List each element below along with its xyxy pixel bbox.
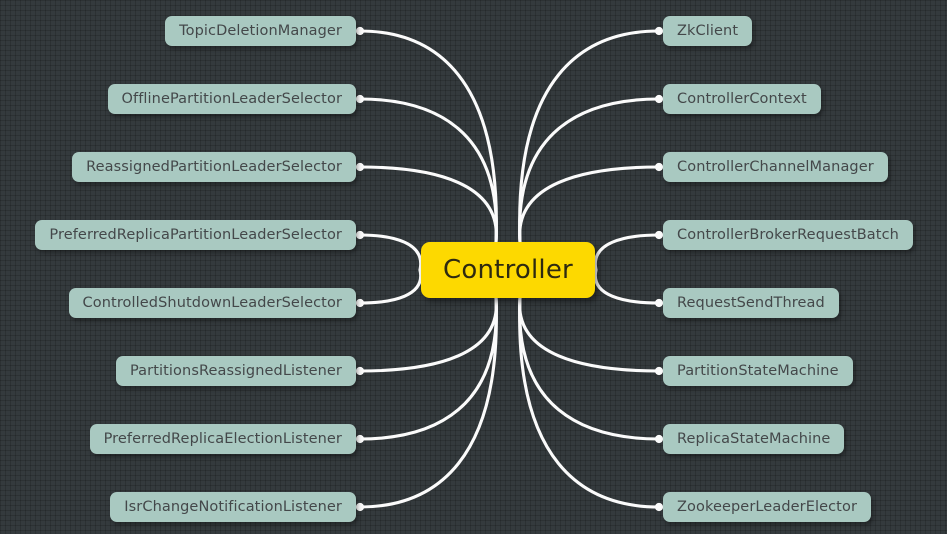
node-left-0[interactable]: TopicDeletionManager — [165, 16, 356, 46]
node-left-1[interactable]: OfflinePartitionLeaderSelector — [107, 84, 356, 114]
edge-connector — [358, 268, 423, 305]
edge-endpoint-dot — [355, 230, 365, 240]
node-left-7[interactable]: IsrChangeNotificationListener — [110, 492, 356, 522]
edge-connector — [518, 296, 661, 441]
node-right-7[interactable]: ZookeeperLeaderElector — [663, 492, 872, 522]
edge-endpoint-dot — [355, 502, 365, 512]
node-right-5[interactable]: PartitionStateMachine — [663, 356, 853, 386]
node-right-0[interactable]: ZkClient — [663, 16, 753, 46]
edge-connector — [593, 233, 661, 272]
edge-endpoint-dot — [654, 26, 664, 36]
edge-connector — [358, 296, 498, 509]
edge-endpoint-dot — [355, 298, 365, 308]
node-right-3[interactable]: ControllerBrokerRequestBatch — [663, 220, 913, 250]
node-left-2[interactable]: ReassignedPartitionLeaderSelector — [72, 152, 356, 182]
node-right-6[interactable]: ReplicaStateMachine — [663, 424, 845, 454]
center-node-controller[interactable]: Controller — [421, 242, 595, 298]
edge-connector — [358, 97, 498, 244]
edge-connector — [358, 233, 423, 272]
edge-endpoint-dot — [355, 26, 365, 36]
edge-connector — [518, 97, 661, 244]
node-left-5[interactable]: PartitionsReassignedListener — [115, 356, 356, 386]
edge-endpoint-dot — [355, 162, 365, 172]
node-right-2[interactable]: ControllerChannelManager — [663, 152, 888, 182]
edge-connector — [593, 268, 661, 305]
edge-connector — [518, 296, 661, 509]
node-left-4[interactable]: ControlledShutdownLeaderSelector — [68, 288, 356, 318]
edge-endpoint-dot — [654, 230, 664, 240]
edge-endpoint-dot — [355, 434, 365, 444]
edge-endpoint-dot — [654, 434, 664, 444]
edge-connector — [358, 165, 498, 244]
edge-endpoint-dot — [355, 366, 365, 376]
edge-endpoint-dot — [654, 366, 664, 376]
edge-endpoint-dot — [654, 502, 664, 512]
node-left-6[interactable]: PreferredReplicaElectionListener — [89, 424, 356, 454]
node-right-4[interactable]: RequestSendThread — [663, 288, 839, 318]
edge-endpoint-dot — [654, 298, 664, 308]
edge-endpoint-dot — [654, 94, 664, 104]
edge-endpoint-dot — [355, 94, 365, 104]
edge-connector — [518, 29, 661, 244]
edge-endpoint-dot — [654, 162, 664, 172]
edge-connector — [518, 165, 661, 244]
edge-connector — [358, 296, 498, 441]
node-left-3[interactable]: PreferredReplicaPartitionLeaderSelector — [35, 220, 356, 250]
edge-connector — [518, 296, 661, 373]
edge-connector — [358, 29, 498, 244]
node-right-1[interactable]: ControllerContext — [663, 84, 821, 114]
edge-connector — [358, 296, 498, 373]
